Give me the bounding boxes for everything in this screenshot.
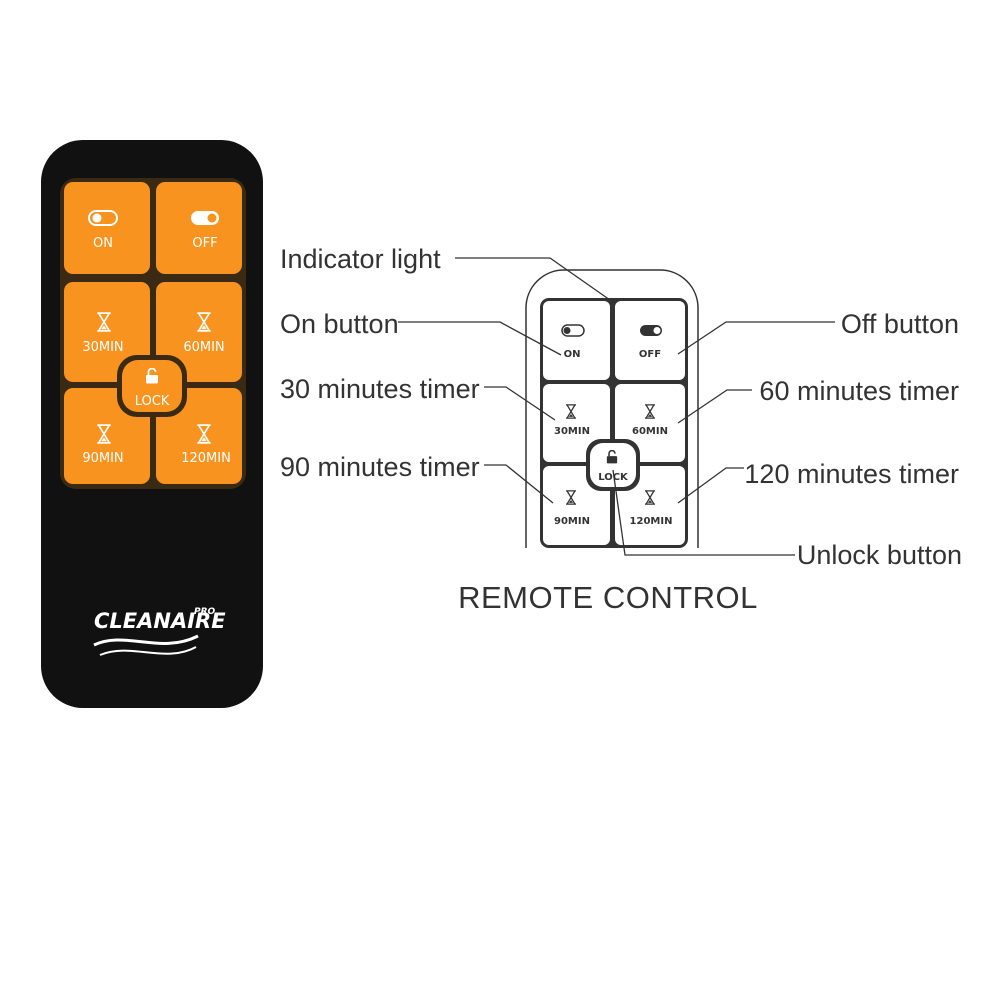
leader-lines bbox=[398, 257, 835, 556]
brand-name: CLEANAIRE bbox=[94, 609, 226, 633]
remote-photo: ON OFF 30MIN 60MIN 90MIN bbox=[41, 140, 263, 708]
toggle-on-icon bbox=[640, 325, 662, 336]
lock-button[interactable]: LOCK bbox=[117, 355, 187, 417]
diagram-on-label: ON bbox=[564, 349, 581, 360]
diagram-timer-30-label: 30MIN bbox=[554, 426, 590, 437]
brand-suffix: PRO bbox=[194, 607, 216, 617]
on-button[interactable]: ON bbox=[64, 182, 150, 274]
callout-indicator-light: Indicator light bbox=[280, 244, 441, 274]
callout-timer-120: 120 minutes timer bbox=[744, 459, 959, 489]
diagram-timer-60-label: 60MIN bbox=[632, 426, 668, 437]
callout-timer-30: 30 minutes timer bbox=[280, 374, 480, 404]
toggle-on-icon bbox=[191, 211, 219, 225]
leader-timer-60 bbox=[677, 389, 752, 424]
diagram-off-button[interactable]: OFF bbox=[615, 301, 685, 380]
diagram-lock-button[interactable]: LOCK bbox=[586, 439, 640, 491]
leader-timer-90 bbox=[484, 464, 554, 504]
callout-timer-90: 90 minutes timer bbox=[280, 452, 480, 482]
remote-diagram: ON OFF 30MIN 60MIN 90MIN bbox=[525, 269, 699, 548]
on-button-label: ON bbox=[93, 236, 113, 251]
leader-unlock-button bbox=[612, 469, 795, 556]
diagram-off-label: OFF bbox=[639, 349, 661, 360]
diagram-timer-90-label: 90MIN bbox=[554, 516, 590, 527]
leader-off-button bbox=[677, 321, 835, 355]
timer-30-label: 30MIN bbox=[82, 340, 123, 355]
timer-60-label: 60MIN bbox=[183, 340, 224, 355]
leader-on-button bbox=[398, 321, 562, 356]
wave-icon bbox=[99, 646, 197, 656]
off-button-label: OFF bbox=[192, 236, 217, 251]
diagram-caption: REMOTE CONTROL bbox=[458, 580, 758, 615]
remote-outline bbox=[525, 269, 699, 548]
callout-unlock-button: Unlock button bbox=[797, 540, 962, 570]
leader-indicator-light bbox=[455, 257, 611, 301]
timer-120-label: 120MIN bbox=[181, 451, 231, 466]
brand-logo: CLEANAIRE PRO bbox=[93, 607, 226, 656]
callout-off-button: Off button bbox=[841, 309, 959, 339]
toggle-off-icon bbox=[561, 324, 585, 337]
timer-60-button[interactable]: 60MIN bbox=[156, 282, 242, 382]
lock-button-label: LOCK bbox=[135, 394, 170, 409]
wave-icon bbox=[93, 634, 199, 647]
leader-timer-30 bbox=[484, 386, 556, 421]
callout-timer-60: 60 minutes timer bbox=[759, 376, 959, 406]
timer-90-label: 90MIN bbox=[82, 451, 123, 466]
diagram-timer-120-label: 120MIN bbox=[630, 516, 673, 527]
off-button[interactable]: OFF bbox=[156, 182, 242, 274]
toggle-off-icon bbox=[88, 210, 118, 226]
diagram-on-button[interactable]: ON bbox=[543, 301, 610, 380]
leader-timer-120 bbox=[677, 467, 744, 504]
callout-on-button: On button bbox=[280, 309, 399, 339]
